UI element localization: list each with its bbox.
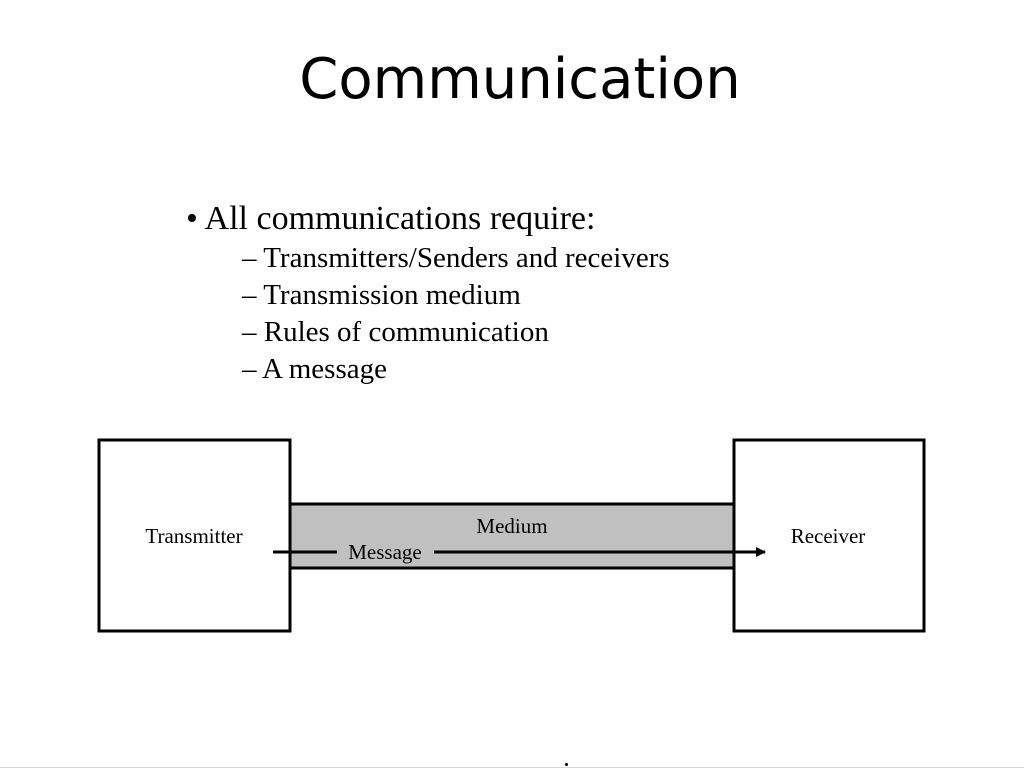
bullet-main: • All communications require: — [186, 198, 670, 240]
sub-item-text: Rules of communication — [263, 316, 549, 348]
message-label: Message — [348, 540, 421, 564]
medium-band — [288, 502, 736, 570]
medium-label: Medium — [476, 514, 547, 538]
receiver-label: Receiver — [791, 524, 866, 548]
sub-marker: – — [242, 279, 257, 311]
sub-marker: – — [242, 353, 257, 385]
sub-item-text: A message — [262, 353, 387, 385]
sub-item-text: Transmitters/Senders and receivers — [263, 242, 670, 274]
sub-item: – A message — [186, 351, 670, 388]
sub-item-text: Transmission medium — [263, 279, 521, 311]
sub-marker: – — [242, 242, 257, 274]
sub-item: – Transmitters/Senders and receivers — [186, 240, 670, 277]
receiver-box — [732, 438, 926, 633]
bullet-list: • All communications require: – Transmit… — [186, 198, 670, 388]
sub-item: – Transmission medium — [186, 277, 670, 314]
footer-dot — [565, 763, 568, 766]
bullet-marker: • — [186, 200, 198, 237]
transmitter-box — [97, 438, 292, 633]
slide-title: Communication — [299, 47, 741, 112]
sub-marker: – — [242, 316, 257, 348]
sub-item: – Rules of communication — [186, 314, 670, 351]
bullet-text: All communications require: — [204, 200, 596, 237]
transmitter-label: Transmitter — [145, 524, 242, 548]
